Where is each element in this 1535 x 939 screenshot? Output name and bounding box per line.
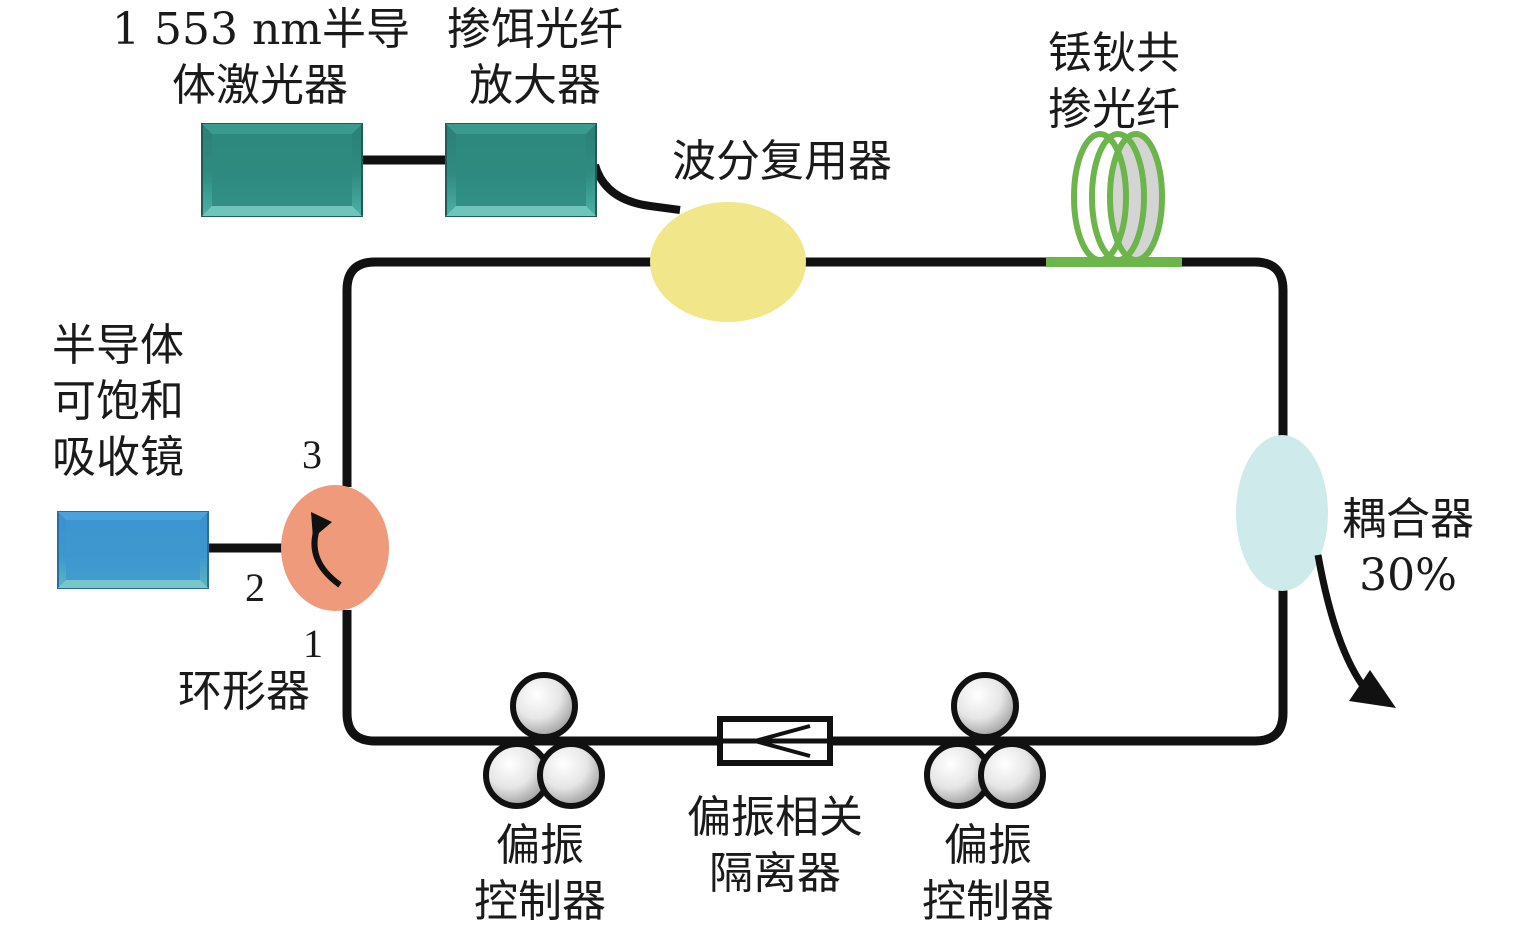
laser-box [201, 123, 363, 217]
fiber-label-line1: 铥钬共 [1048, 28, 1180, 79]
pc-left-label-line2: 控制器 [474, 876, 606, 927]
edfa-label-line2: 放大器 [469, 60, 601, 111]
circulator [281, 485, 389, 611]
coupler-label-line2: 30% [1359, 550, 1457, 601]
wdm-label: 波分复用器 [672, 134, 892, 190]
pc-left [483, 672, 605, 809]
sesam-label: 半导体 可饱和 吸收镜 [52, 318, 184, 486]
pc-right [924, 672, 1046, 809]
circulator-label: 环形器 [178, 664, 310, 720]
sesam-label-line1: 半导体 [52, 320, 184, 371]
coupler-label-line1: 耦合器 [1342, 494, 1474, 545]
isolator-label: 偏振相关 隔离器 [670, 790, 880, 902]
edfa-label: 掺饵光纤 放大器 [430, 2, 640, 114]
pc-left-label-line1: 偏振 [496, 820, 584, 871]
edfa-box [445, 123, 597, 217]
isolator-label-line2: 隔离器 [709, 848, 841, 899]
fiber-label: 铥钬共 掺光纤 [1030, 26, 1198, 138]
pc-left-label: 偏振 控制器 [455, 818, 625, 930]
fiber-edfa-wdm [591, 163, 681, 214]
sesam-box [57, 511, 209, 589]
laser-label-line1: 1 553 nm半导 [112, 4, 411, 55]
laser-label: 1 553 nm半导 体激光器 [112, 2, 411, 114]
output-arrowhead [1349, 670, 1396, 708]
laser-label-line2: 体激光器 [172, 60, 348, 111]
port-2-label: 2 [245, 565, 265, 610]
port-1-label: 1 [303, 621, 323, 666]
output-coupler [1236, 435, 1328, 591]
sesam-label-line3: 吸收镜 [52, 432, 184, 483]
pc-right-label-line1: 偏振 [944, 820, 1032, 871]
wdm-coupler [650, 202, 806, 322]
isolator [717, 716, 833, 766]
wdm-label-text: 波分复用器 [672, 136, 892, 187]
fiber-ring [342, 257, 1288, 746]
output-arrow [1314, 554, 1369, 693]
edfa-label-line1: 掺饵光纤 [447, 4, 623, 55]
isolator-label-line1: 偏振相关 [687, 792, 863, 843]
pc-right-label-line2: 控制器 [922, 876, 1054, 927]
circulator-label-text: 环形器 [178, 666, 310, 717]
pc-right-label: 偏振 控制器 [903, 818, 1073, 930]
doped-fiber-coil [1046, 131, 1182, 267]
fiber-label-line2: 掺光纤 [1048, 84, 1180, 135]
coupler-label: 耦合器 30% [1326, 492, 1490, 604]
sesam-label-line2: 可饱和 [52, 376, 184, 427]
port-3-label: 3 [302, 432, 322, 477]
